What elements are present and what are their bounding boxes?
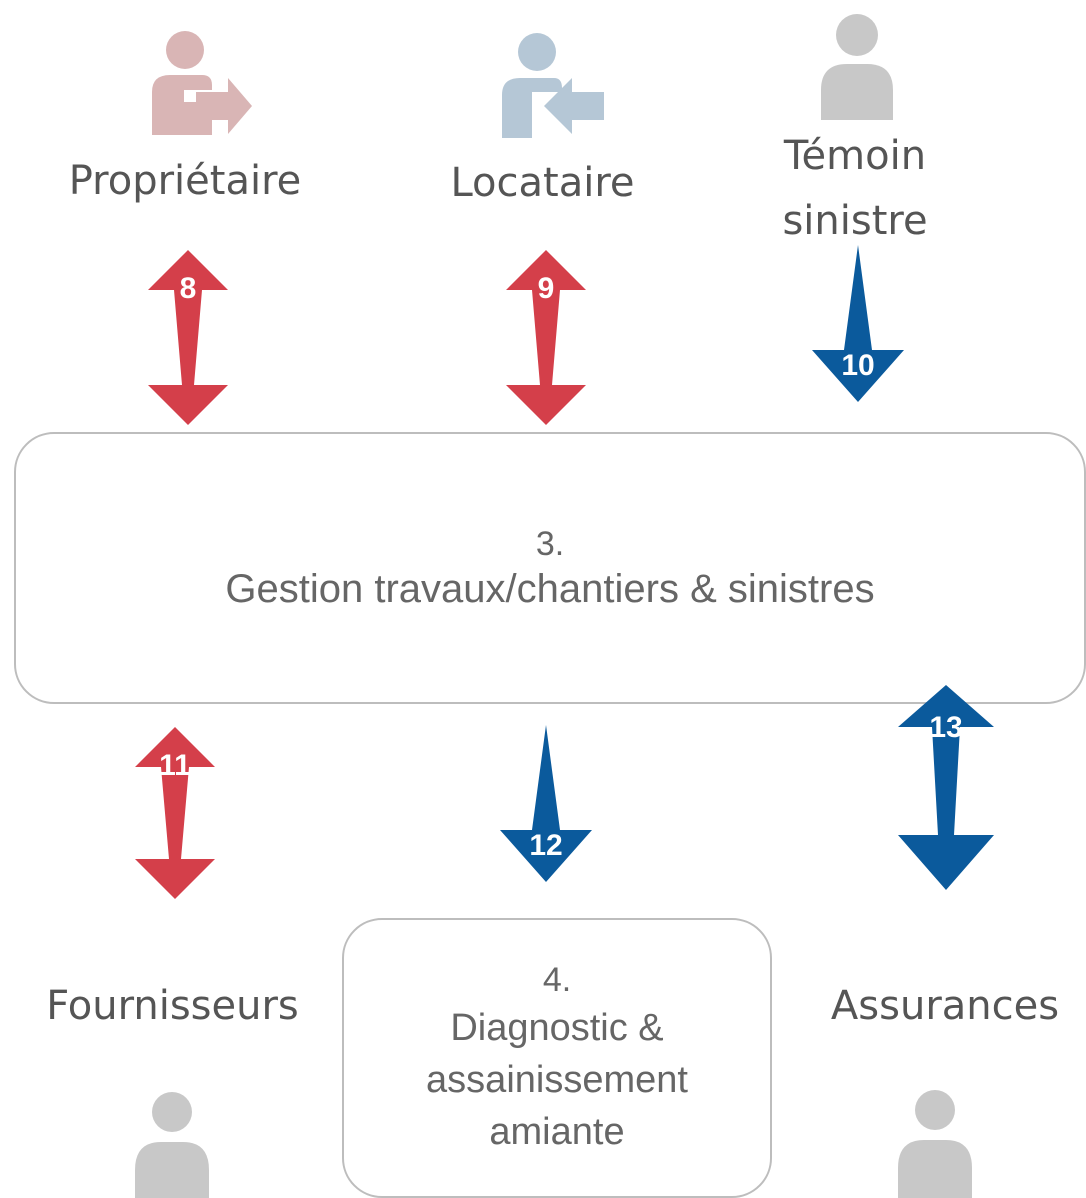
flow-arrow-9: 9 [506, 250, 586, 425]
process-sub-line3: amiante [489, 1111, 625, 1153]
process-main-box: 3. Gestion travaux/chantiers & sinistres [14, 432, 1086, 704]
process-sub-box: 4. Diagnostic & assainissement amiante [342, 918, 772, 1198]
process-sub-number: 4. [542, 961, 572, 999]
witness-person-icon [821, 14, 893, 120]
flow-label-11: 11 [159, 749, 191, 782]
flow-label-10: 10 [841, 349, 874, 382]
process-main-number: 3. [535, 525, 565, 563]
tenant-person-arrow-in-icon [502, 33, 604, 138]
witness-label-line1: Témoin [783, 133, 927, 179]
flow-label-12: 12 [529, 829, 562, 862]
suppliers-label: Fournisseurs [46, 983, 299, 1029]
flow-arrow-10: 10 [812, 245, 904, 402]
process-sub-line2: assainissement [426, 1059, 688, 1101]
suppliers-person-icon [135, 1092, 209, 1198]
flow-arrow-11: 11 [135, 727, 215, 899]
flow-arrow-13: 13 [898, 685, 994, 890]
flow-arrow-12: 12 [500, 725, 592, 882]
witness-label-line2: sinistre [782, 198, 928, 244]
flow-arrow-8: 8 [148, 250, 228, 425]
process-sub-line1: Diagnostic & [450, 1007, 664, 1049]
flow-label-9: 9 [538, 272, 555, 305]
insurance-label: Assurances [830, 983, 1060, 1029]
process-main-title: Gestion travaux/chantiers & sinistres [225, 567, 875, 611]
insurance-person-icon [898, 1090, 972, 1198]
flow-label-13: 13 [929, 711, 962, 744]
owner-label: Propriétaire [68, 158, 302, 204]
tenant-label: Locataire [450, 160, 635, 206]
owner-person-arrow-out-icon [152, 31, 252, 135]
flow-label-8: 8 [180, 272, 197, 305]
